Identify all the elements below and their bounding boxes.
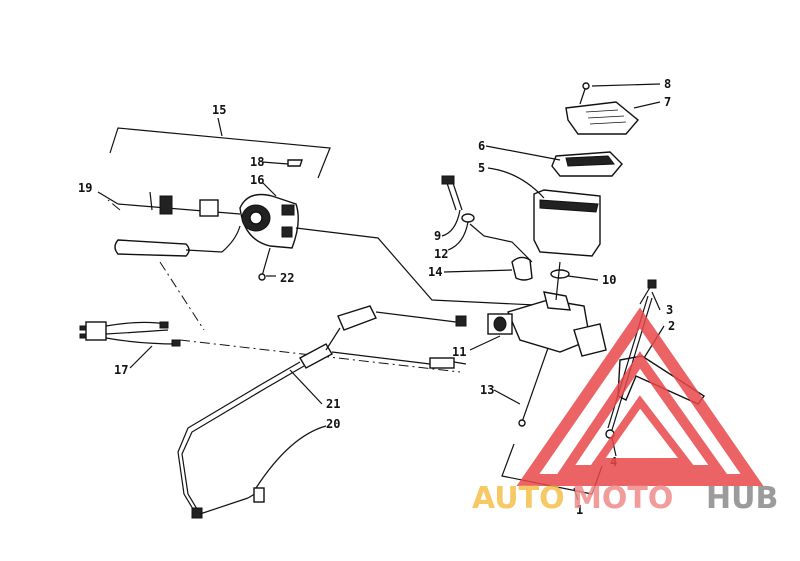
gasket — [551, 151, 623, 177]
washer-12 — [461, 213, 475, 223]
callout-17: 17 — [114, 363, 128, 377]
clamp-14 — [511, 256, 533, 281]
callout-9: 9 — [434, 229, 441, 243]
watermark-triangle-logo — [516, 307, 764, 486]
group-15-bracket — [109, 117, 331, 179]
callout-7: 7 — [664, 95, 671, 109]
switch-housing — [239, 159, 303, 249]
screw-22 — [258, 247, 271, 281]
brake-cable-21 — [177, 305, 467, 519]
washer-10 — [550, 269, 570, 279]
callout-16: 16 — [250, 173, 264, 187]
dash-line-3 — [107, 199, 121, 211]
callout-18: 18 — [250, 155, 264, 169]
callout-2: 2 — [668, 319, 675, 333]
grip-tube — [114, 225, 241, 257]
switch-wire — [295, 227, 557, 307]
screw-13 — [518, 347, 549, 427]
callout-6: 6 — [478, 139, 485, 153]
connector-17 — [79, 321, 181, 347]
callout-12: 12 — [434, 247, 448, 261]
watermark: AUTO MOTO HUB — [472, 307, 778, 516]
leader-lines — [97, 83, 665, 489]
watermark-hub: HUB — [706, 481, 778, 516]
master-cylinder-body — [487, 291, 607, 357]
callout-14: 14 — [428, 265, 442, 279]
callout-21: 21 — [326, 397, 340, 411]
watermark-moto: MOTO — [572, 481, 673, 516]
callout-15: 15 — [212, 103, 226, 117]
callout-10: 10 — [602, 273, 616, 287]
callout-20: 20 — [326, 417, 340, 431]
callout-3: 3 — [666, 303, 673, 317]
callout-numbers: 8 7 6 5 9 12 14 10 11 13 3 2 4 1 15 18 1… — [78, 77, 675, 517]
screw-8 — [579, 82, 590, 105]
switch-wire-assembly — [117, 191, 241, 217]
guide-line-1 — [469, 223, 533, 263]
callout-13: 13 — [480, 383, 494, 397]
dash-line-1 — [159, 261, 205, 331]
cover-plate — [565, 101, 639, 135]
reservoir — [533, 189, 601, 257]
brake-lever — [607, 295, 706, 431]
callout-8: 8 — [664, 77, 671, 91]
bolt-9 — [441, 175, 463, 211]
cable-end-20 — [199, 487, 265, 515]
group-1-leader — [573, 487, 579, 501]
callout-5: 5 — [478, 161, 485, 175]
callout-1: 1 — [576, 503, 583, 517]
callout-22: 22 — [280, 271, 294, 285]
callout-19: 19 — [78, 181, 92, 195]
bolt-3 — [639, 279, 657, 305]
guide-line-2 — [555, 261, 561, 301]
watermark-auto: AUTO — [472, 481, 565, 516]
callout-11: 11 — [452, 345, 466, 359]
